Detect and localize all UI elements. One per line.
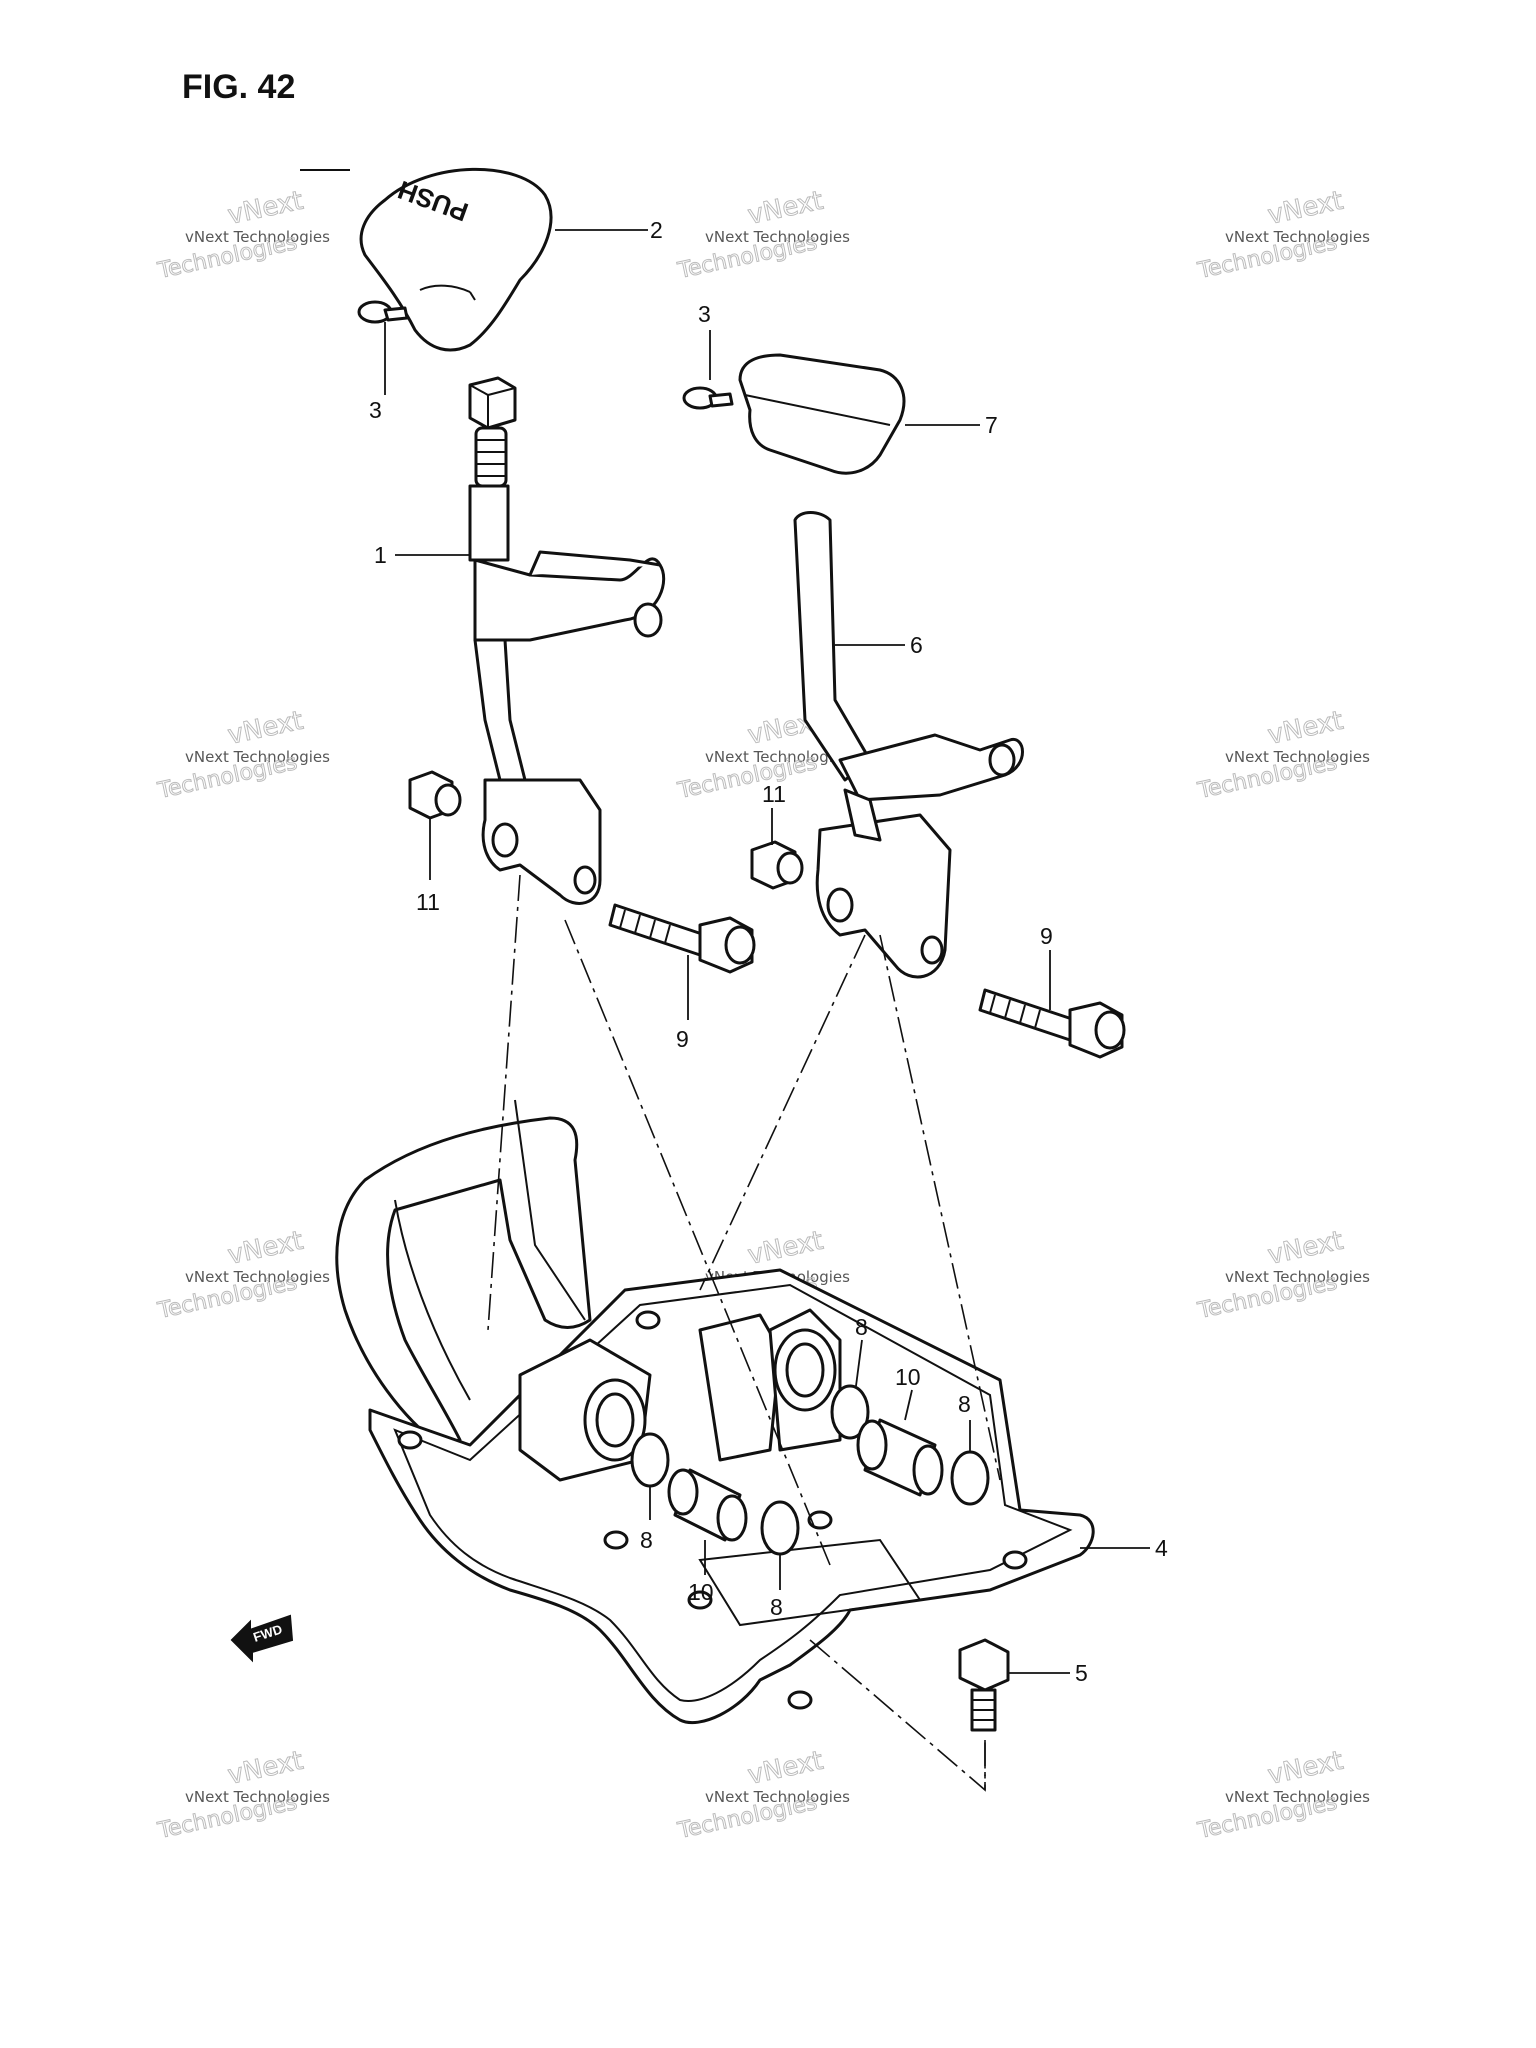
watermark-caption: vNext Technologies <box>185 1788 330 1806</box>
screw-part-right <box>682 386 734 410</box>
watermark-caption: vNext Technologies <box>185 228 330 246</box>
callout-10-upper: 10 <box>895 1364 921 1390</box>
watermark-brand: vNext <box>745 1746 826 1791</box>
callout-8-left: 8 <box>640 1527 653 1553</box>
o-ring-1 <box>630 1432 670 1488</box>
forward-arrow-icon: FWD <box>230 1614 294 1663</box>
watermark-brand: vNext <box>1265 1746 1346 1791</box>
callout-3-left: 3 <box>369 397 382 423</box>
callout-10-lower: 10 <box>688 1579 714 1605</box>
callout-4: 4 <box>1155 1535 1168 1561</box>
o-ring-2 <box>760 1500 800 1556</box>
shift-lever-part <box>468 376 666 905</box>
base-bracket-part <box>335 1099 1095 1725</box>
screw-part-left <box>357 300 409 324</box>
watermark-brand: vNext <box>745 186 826 231</box>
base-bolt-part <box>958 1638 1010 1732</box>
watermark-caption: vNext Technologies <box>1225 228 1370 246</box>
bushing-part-lower <box>667 1468 748 1542</box>
nut-part-left <box>408 770 462 820</box>
callout-1: 1 <box>374 542 387 568</box>
callout-11-right: 11 <box>762 781 786 807</box>
watermark-brand: vNext <box>1265 1226 1346 1271</box>
watermark-caption: vNext Technologies <box>1225 748 1370 766</box>
watermark-caption: vNext Technologies <box>1225 1268 1370 1286</box>
callout-8-upper: 8 <box>855 1314 868 1340</box>
callouts: 2 3 3 7 1 6 11 11 9 9 4 5 8 8 8 8 10 10 <box>369 217 1168 1686</box>
callout-9-left: 9 <box>676 1026 689 1052</box>
callout-9-right: 9 <box>1040 923 1053 949</box>
transfer-lever-part <box>793 511 1024 979</box>
watermark-brand: vNext <box>745 1226 826 1271</box>
callout-8-right: 8 <box>958 1391 971 1417</box>
bushing-part-upper <box>856 1418 944 1497</box>
callout-7: 7 <box>985 412 998 438</box>
watermark-caption: vNext Technologies <box>705 748 850 766</box>
lever-cap-part <box>738 353 906 475</box>
assembly-lines <box>487 874 1001 1792</box>
watermark-brand: vNext <box>1265 706 1346 751</box>
o-ring-4 <box>950 1450 990 1506</box>
watermark-caption: vNext Technologies <box>1225 1788 1370 1806</box>
callout-6: 6 <box>910 632 923 658</box>
callout-3-right: 3 <box>698 301 711 327</box>
watermark-caption: vNext Technologies <box>185 748 330 766</box>
bolt-part-left <box>608 903 756 974</box>
bolt-part-right <box>978 988 1126 1059</box>
watermark-caption: vNext Technologies <box>705 228 850 246</box>
callout-8-lower: 8 <box>770 1594 783 1620</box>
shift-knob-part: PUSH <box>359 167 553 352</box>
watermark-brand: vNext <box>1265 186 1346 231</box>
watermark-caption: vNext Technologies <box>185 1268 330 1286</box>
leader-lines <box>384 229 1150 1674</box>
watermark-brand: vNext <box>225 706 306 751</box>
o-ring-3 <box>830 1384 870 1440</box>
watermark-caption: vNext Technologies <box>705 1788 850 1806</box>
nut-part-right <box>750 840 804 890</box>
watermark-brand: vNext <box>225 186 306 231</box>
callout-11-left: 11 <box>416 889 440 915</box>
watermark-brand: vNext <box>225 1746 306 1791</box>
figure-title: FIG. 42 <box>182 68 295 106</box>
callout-5: 5 <box>1075 1660 1088 1686</box>
callout-2: 2 <box>650 217 663 243</box>
watermark-brand: vNext <box>225 1226 306 1271</box>
